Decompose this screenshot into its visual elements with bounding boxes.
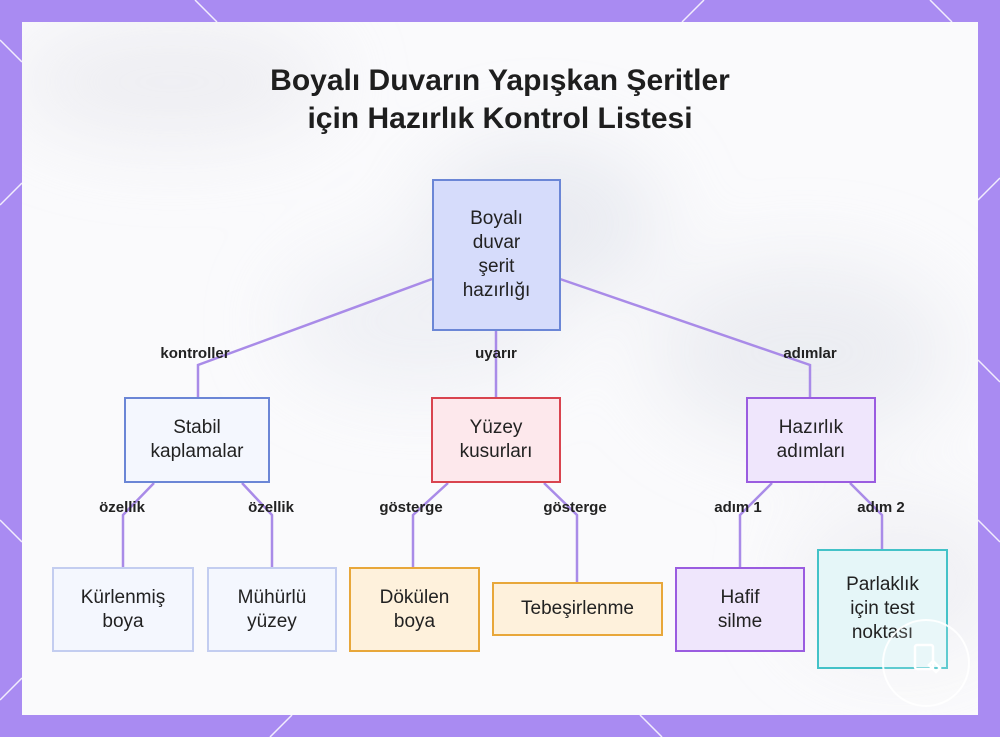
edge-defects-peeling xyxy=(411,482,449,567)
edge-stable-cured xyxy=(121,482,155,567)
edge-label-feature-1: özellik xyxy=(99,499,145,516)
node-prep-steps-line-1: Hazırlık xyxy=(778,417,844,438)
node-surface-defects-line-1: Yüzey xyxy=(469,417,523,438)
title-line-1: Boyalı Duvarın Yapışkan Şeritler xyxy=(270,64,730,97)
node-stable-coatings-line-1: Stabil xyxy=(173,417,221,438)
node-prep-steps-line-2: adımları xyxy=(776,441,846,462)
edge-label-feature-2: özellik xyxy=(248,499,294,516)
node-gloss-test-line-2: için test xyxy=(850,598,915,619)
node-sealed-surface-line-1: Mühürlü xyxy=(237,586,307,608)
edge-label-warns: uyarır xyxy=(475,345,517,362)
node-peeling-paint-line-1: Dökülen xyxy=(379,586,450,608)
node-surface-defects-line-2: kusurları xyxy=(459,441,533,462)
node-root-line-4: hazırlığı xyxy=(462,280,531,301)
node-gloss-test-line-1: Parlaklık xyxy=(846,574,919,595)
node-stable-coatings: Stabil kaplamalar xyxy=(124,397,270,483)
watermark-badge xyxy=(882,619,970,707)
document-icon xyxy=(913,643,942,674)
edge-label-indicator-1: gösterge xyxy=(379,499,443,516)
node-chalking: Tebeşirlenme xyxy=(492,582,663,636)
title-line-2: için Hazırlık Kontrol Listesi xyxy=(307,102,693,135)
node-root: Boyalı duvar şerit hazırlığı xyxy=(432,179,561,331)
node-light-wipe: Hafif silme xyxy=(675,567,805,652)
node-root-line-3: şerit xyxy=(478,256,515,277)
node-cured-paint-line-1: Kürlenmiş xyxy=(80,586,166,608)
edge-label-steps: adımlar xyxy=(783,345,837,362)
edges xyxy=(121,277,884,582)
node-peeling-paint: Dökülen boya xyxy=(349,567,480,652)
node-sealed-surface: Mühürlü yüzey xyxy=(207,567,337,652)
edge-defects-chalking xyxy=(543,482,579,582)
diagram-title: Boyalı Duvarın Yapışkan Şeritler için Ha… xyxy=(22,62,978,138)
edge-label-step-1: adım 1 xyxy=(714,499,762,516)
diagram-panel: Boyalı Duvarın Yapışkan Şeritler için Ha… xyxy=(22,22,978,715)
node-prep-steps: Hazırlık adımları xyxy=(746,397,876,483)
edge-label-controls: kontroller xyxy=(160,345,230,362)
node-peeling-paint-line-2: boya xyxy=(393,610,436,632)
node-sealed-surface-line-2: yüzey xyxy=(247,610,297,632)
node-cured-paint: Kürlenmiş boya xyxy=(52,567,194,652)
node-root-line-1: Boyalı xyxy=(470,208,523,229)
node-light-wipe-line-1: Hafif xyxy=(720,586,760,608)
node-light-wipe-line-2: silme xyxy=(717,610,763,632)
node-cured-paint-line-2: boya xyxy=(102,610,144,632)
edge-steps-gloss xyxy=(849,482,884,549)
edge-root-stable xyxy=(196,277,433,397)
edge-label-indicator-2: gösterge xyxy=(543,499,607,516)
node-stable-coatings-line-2: kaplamalar xyxy=(150,441,244,462)
node-surface-defects: Yüzey kusurları xyxy=(431,397,561,483)
edge-label-step-2: adım 2 xyxy=(857,499,905,516)
edge-steps-wipe xyxy=(738,482,773,567)
node-chalking-line-1: Tebeşirlenme xyxy=(521,598,634,619)
node-root-line-2: duvar xyxy=(472,232,521,253)
edge-stable-sealed xyxy=(241,482,274,567)
edge-root-steps xyxy=(559,277,812,397)
